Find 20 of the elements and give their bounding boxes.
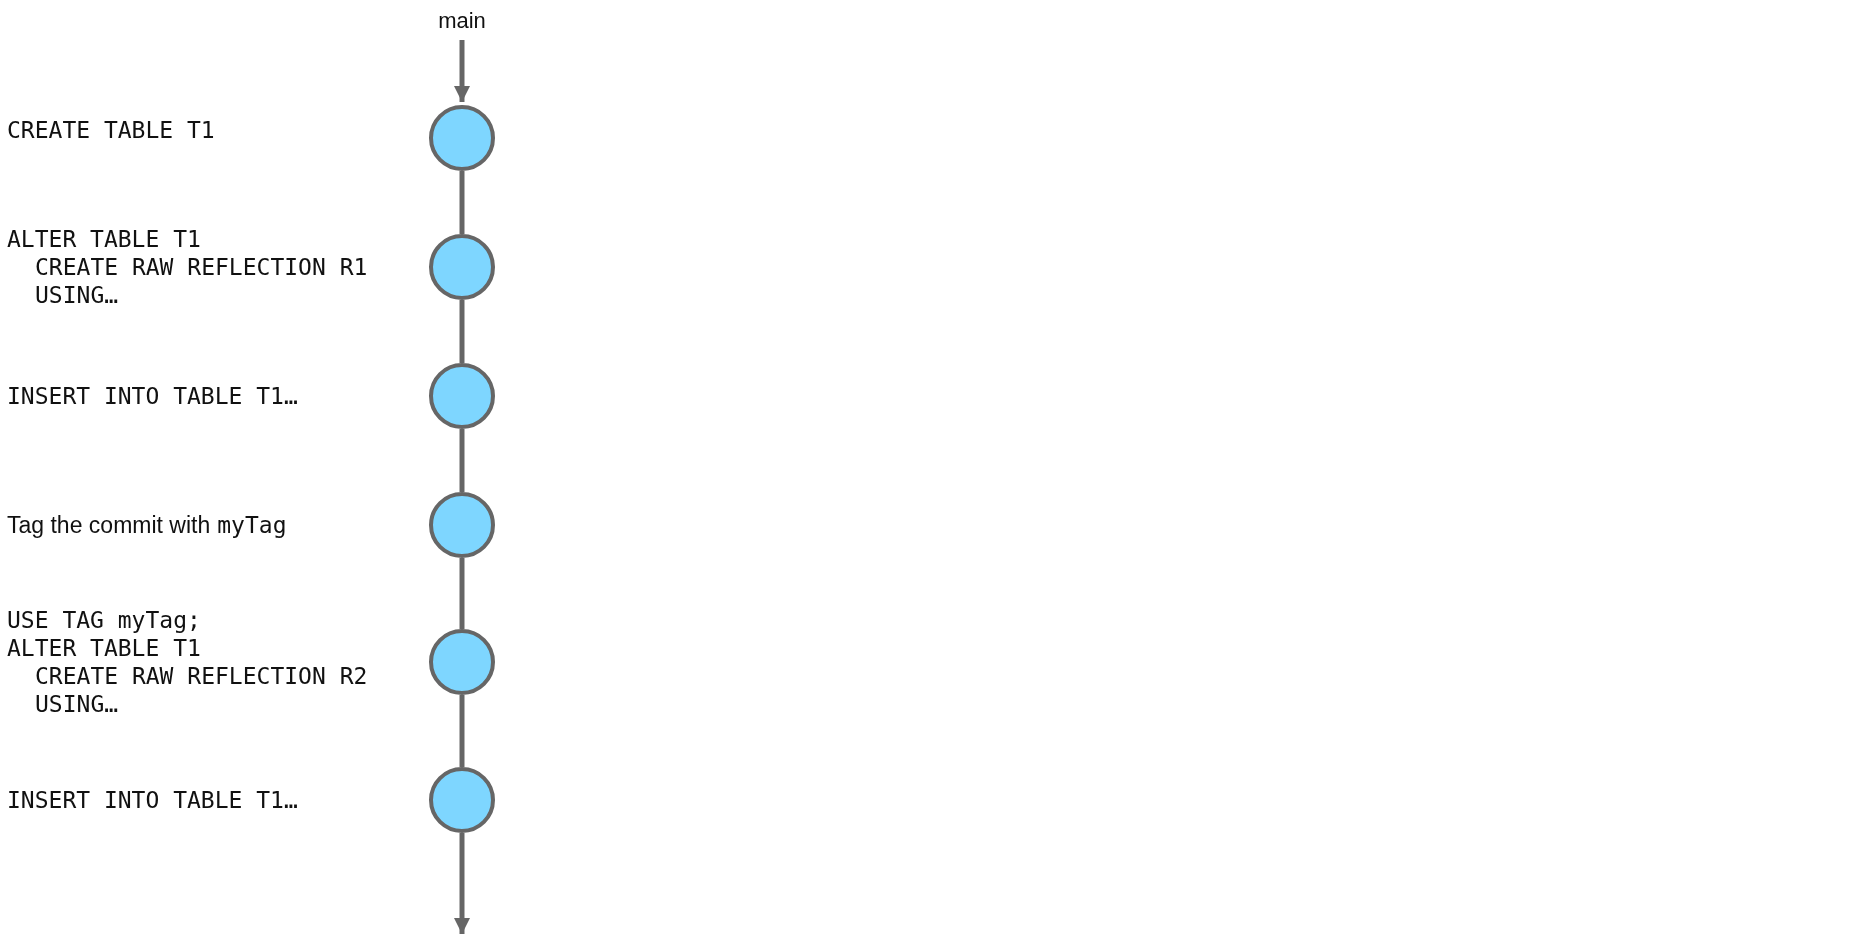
step-text: Tag the commit with [7,511,211,539]
code-line: CREATE TABLE T1 [7,116,215,144]
connector-line [459,695,465,767]
connector-line [459,171,465,234]
arrow [454,40,470,102]
connector-line [459,300,465,363]
code-line: USING… [34,281,119,309]
branch-label: main [438,6,486,36]
code-line: ALTER TABLE T1 [7,634,201,662]
connector-line [459,429,465,492]
code-line: CREATE RAW REFLECTION R1 [34,253,368,281]
arrow [454,833,470,934]
code-line: ALTER TABLE T1 [7,225,201,253]
code-line: INSERT INTO TABLE T1… [7,786,298,814]
code-line: myTag [217,511,287,539]
code-line: CREATE RAW REFLECTION R2 [34,662,368,690]
code-line: INSERT INTO TABLE T1… [7,382,298,410]
code-line: USING… [34,690,119,718]
connector-line [459,558,465,629]
code-line: USE TAG myTag; [7,606,201,634]
